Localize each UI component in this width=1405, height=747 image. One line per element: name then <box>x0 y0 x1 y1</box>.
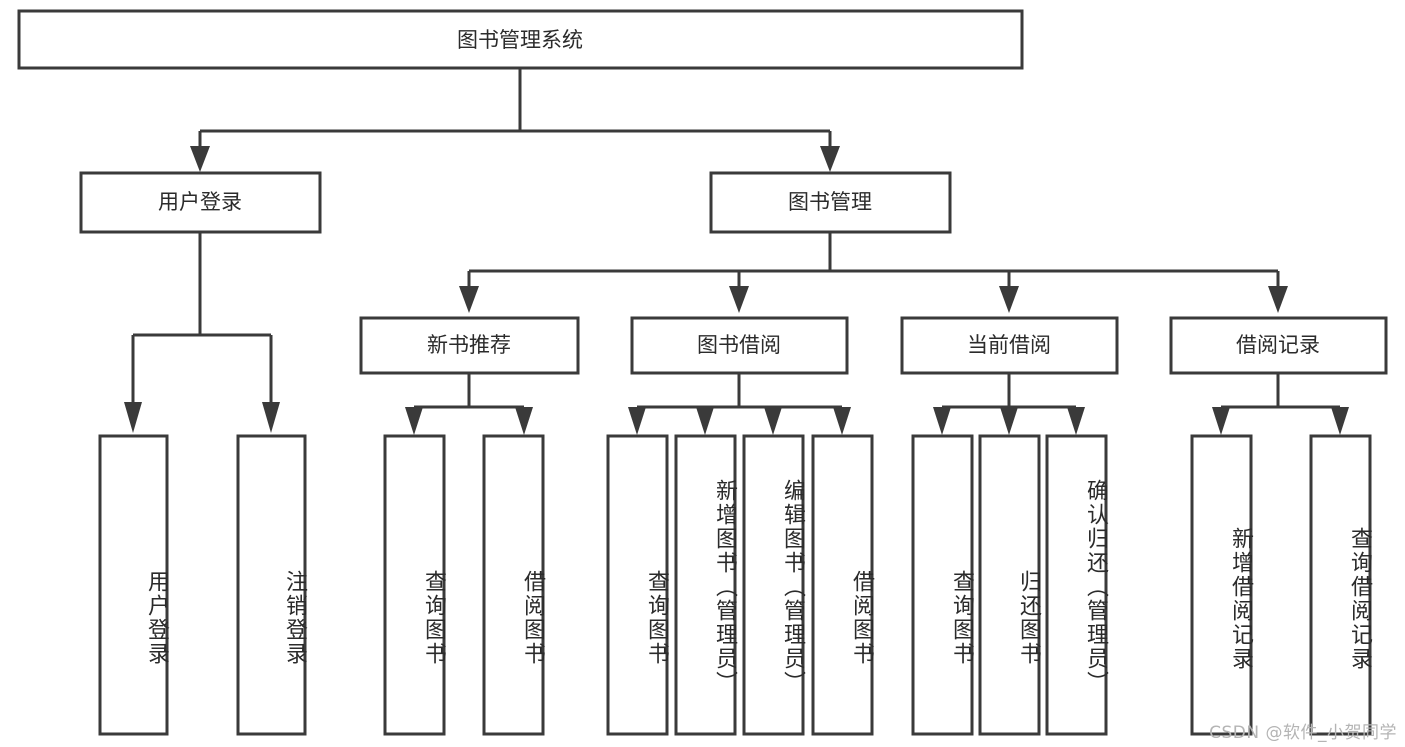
arrow-bb-leaf4 <box>833 407 851 435</box>
arrow-user-login-leaf1 <box>124 402 142 433</box>
leaf-box-add-book[interactable] <box>674 434 737 736</box>
leaf-box-borrow-book-1[interactable] <box>482 434 545 736</box>
arrow-bb-leaf1 <box>628 407 646 435</box>
arrow-nbr-leaf2 <box>515 407 533 435</box>
leaf-box-edit-book[interactable] <box>742 434 805 736</box>
arrow-to-borrow-record <box>1268 286 1288 313</box>
leaf-box-query-record[interactable] <box>1309 434 1372 736</box>
connector-book-borrow-to-leaves <box>628 373 851 435</box>
connector-current-borrow-to-leaves <box>933 373 1085 435</box>
node-box-borrow-record[interactable] <box>1169 316 1388 375</box>
leaf-box-confirm-return[interactable] <box>1045 434 1108 736</box>
arrow-to-new-book-recommend <box>459 286 479 313</box>
connector-user-login-to-leaves <box>124 232 280 433</box>
arrow-to-book-borrow <box>729 286 749 313</box>
arrow-user-login-leaf2 <box>262 402 280 433</box>
node-label-current-borrow: 当前借阅 <box>967 333 1051 357</box>
node-box-user-login[interactable] <box>79 171 322 234</box>
node-label-book-manage: 图书管理 <box>788 190 872 214</box>
connector-root-to-level2 <box>190 68 840 172</box>
connector-borrow-record-to-leaves <box>1212 373 1349 435</box>
leaf-box-return-book[interactable] <box>978 434 1041 736</box>
connector-book-manage-to-level3 <box>459 232 1288 313</box>
arrow-nbr-leaf1 <box>405 407 423 435</box>
arrow-cb-leaf3 <box>1067 407 1085 435</box>
node-box-book-borrow[interactable] <box>630 316 849 375</box>
leaf-box-add-record[interactable] <box>1190 434 1253 736</box>
leaf-box-user-login[interactable] <box>98 434 169 736</box>
arrow-cb-leaf2 <box>1000 407 1018 435</box>
arrow-br-leaf1 <box>1212 407 1230 435</box>
node-label-new-book-recommend: 新书推荐 <box>427 333 511 357</box>
node-label-book-borrow: 图书借阅 <box>697 333 781 357</box>
node-box-book-manage[interactable] <box>709 171 952 234</box>
leaf-box-borrow-book-2[interactable] <box>811 434 874 736</box>
arrow-bb-leaf3 <box>764 407 782 435</box>
leaf-box-logout-login[interactable] <box>236 434 307 736</box>
arrow-cb-leaf1 <box>933 407 951 435</box>
arrow-to-current-borrow <box>999 286 1019 313</box>
node-box-root[interactable] <box>17 9 1024 70</box>
node-box-current-borrow[interactable] <box>900 316 1119 375</box>
arrow-bb-leaf2 <box>696 407 714 435</box>
arrow-root-to-user-login <box>190 146 210 172</box>
node-box-new-book-recommend[interactable] <box>359 316 580 375</box>
node-label-user-login: 用户登录 <box>158 190 242 214</box>
leaf-box-query-book-1[interactable] <box>383 434 446 736</box>
node-label-borrow-record: 借阅记录 <box>1236 333 1320 357</box>
arrow-root-to-book-manage <box>820 146 840 172</box>
arrow-br-leaf2 <box>1331 407 1349 435</box>
leaf-box-query-book-3[interactable] <box>911 434 974 736</box>
node-label-root: 图书管理系统 <box>457 28 583 52</box>
csdn-watermark: CSDN @软件_小贺同学 <box>1209 723 1397 743</box>
connector-new-book-recommend-to-leaves <box>405 373 533 435</box>
leaf-box-query-book-2[interactable] <box>606 434 669 736</box>
